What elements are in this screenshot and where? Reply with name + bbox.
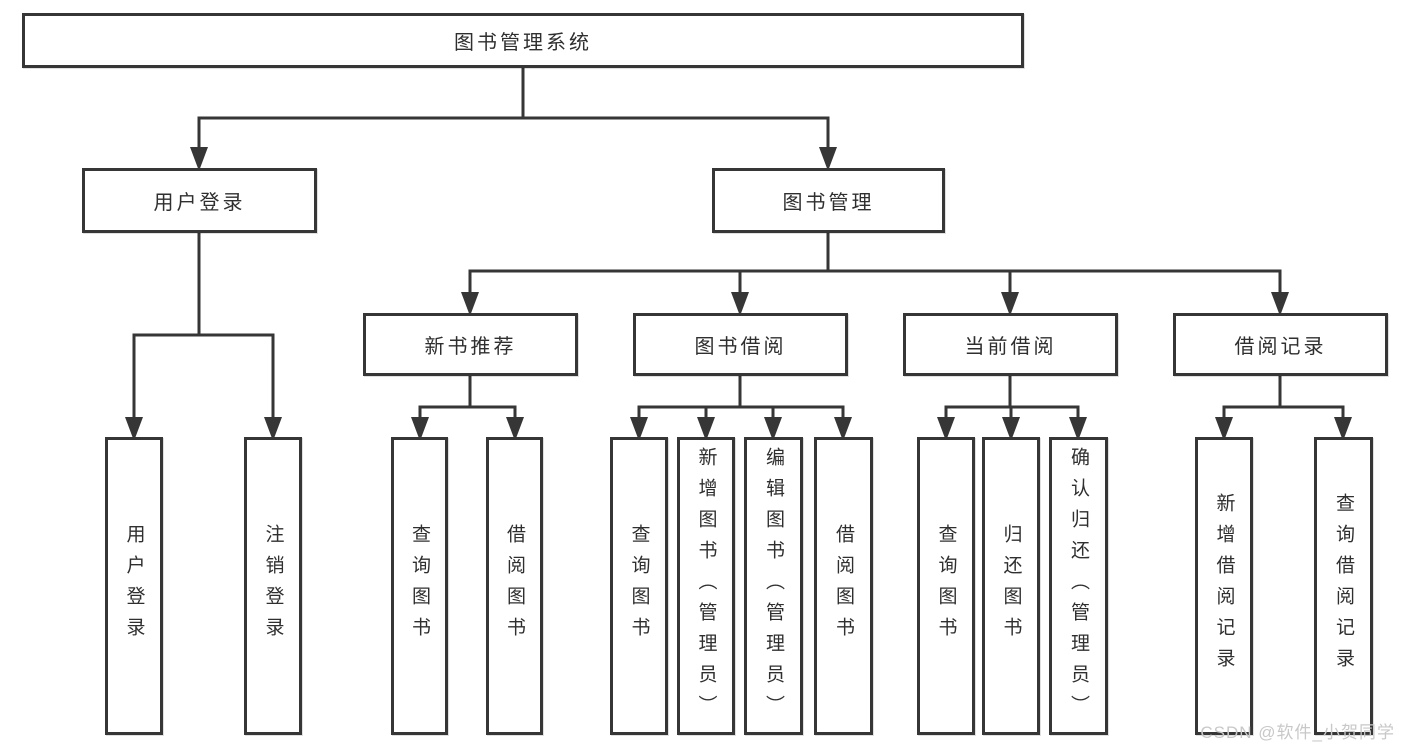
- arrowheads: [125, 147, 1352, 441]
- node-borrow-records-label: 借阅记录: [1234, 336, 1327, 358]
- leaf-query-books-borrow: 查询图书: [610, 437, 668, 735]
- leaf-logout: 注销登录: [244, 437, 302, 735]
- leaf-borrow-books-label: 借阅图书: [833, 524, 854, 648]
- leaf-user-login-label: 用户登录: [123, 524, 145, 648]
- leaf-query-books-recommend: 查询图书: [391, 437, 448, 735]
- node-current-borrow-label: 当前借阅: [964, 336, 1057, 358]
- node-user-login: 用户登录: [82, 168, 317, 233]
- leaf-confirm-return-admin: 确认归还（管理员）: [1049, 437, 1108, 735]
- leaf-borrow-books-recommend: 借阅图书: [486, 437, 543, 735]
- leaf-query-books-recommend-label: 查询图书: [409, 524, 430, 648]
- node-current-borrow: 当前借阅: [903, 313, 1118, 376]
- leaf-logout-label: 注销登录: [262, 524, 284, 648]
- node-new-book-recommend-label: 新书推荐: [424, 336, 517, 358]
- node-book-management-label: 图书管理: [782, 192, 875, 214]
- leaf-edit-books-admin: 编辑图书（管理员）: [744, 437, 803, 735]
- leaf-query-books-current: 查询图书: [917, 437, 975, 735]
- node-book-management: 图书管理: [712, 168, 945, 233]
- node-new-book-recommend: 新书推荐: [363, 313, 578, 376]
- leaf-add-borrow-record: 新增借阅记录: [1195, 437, 1253, 735]
- leaf-query-books-current-label: 查询图书: [935, 524, 957, 648]
- leaf-edit-books-admin-label: 编辑图书（管理员）: [763, 446, 784, 726]
- leaf-return-books: 归还图书: [982, 437, 1040, 735]
- leaf-query-books-borrow-label: 查询图书: [628, 524, 650, 648]
- node-user-login-label: 用户登录: [153, 192, 246, 214]
- leaf-borrow-books-recommend-label: 借阅图书: [504, 524, 525, 648]
- leaf-return-books-label: 归还图书: [1000, 524, 1022, 648]
- leaf-user-login: 用户登录: [105, 437, 163, 735]
- leaf-add-books-admin-label: 新增图书（管理员）: [695, 446, 717, 726]
- node-root-label: 图书管理系统: [454, 32, 592, 54]
- leaf-add-books-admin: 新增图书（管理员）: [677, 437, 735, 735]
- node-borrow-records: 借阅记录: [1173, 313, 1388, 376]
- node-book-borrow-label: 图书借阅: [694, 336, 787, 358]
- watermark: CSDN @软件_小贺同学: [1200, 723, 1395, 742]
- leaf-borrow-books: 借阅图书: [814, 437, 873, 735]
- leaf-confirm-return-admin-label: 确认归还（管理员）: [1068, 446, 1089, 726]
- node-book-borrow: 图书借阅: [633, 313, 848, 376]
- leaf-query-borrow-record-label: 查询借阅记录: [1333, 493, 1354, 679]
- node-root: 图书管理系统: [22, 13, 1024, 68]
- leaf-add-borrow-record-label: 新增借阅记录: [1213, 493, 1235, 679]
- leaf-query-borrow-record: 查询借阅记录: [1314, 437, 1373, 735]
